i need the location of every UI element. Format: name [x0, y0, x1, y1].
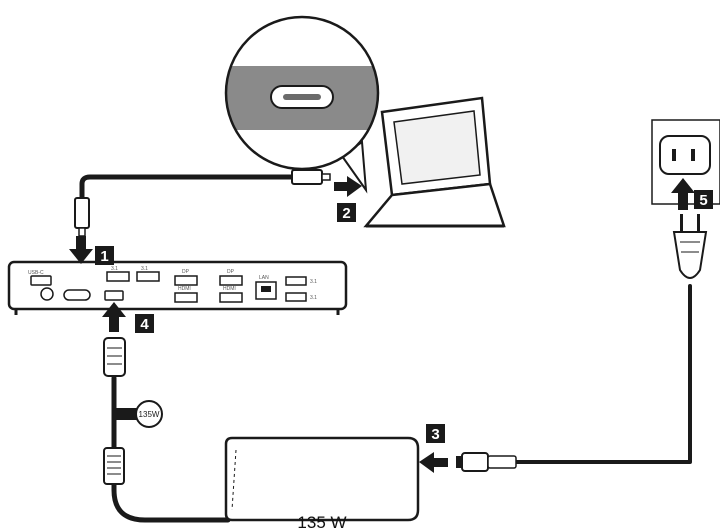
dock-usb-a-port [285, 276, 307, 286]
dock-displayport [219, 275, 243, 286]
step-number: 1 [100, 248, 108, 265]
port-zoom-callout [224, 15, 380, 194]
dock-displayport [174, 275, 198, 286]
dock-label: USB-C [28, 270, 44, 276]
dock-label: DP [182, 269, 190, 275]
dock-label: 3.1 [141, 266, 148, 272]
ferrite-bead [103, 447, 125, 485]
dock-power-button [30, 275, 52, 286]
dock-label: HDMI [223, 286, 236, 292]
step-number: 4 [140, 316, 149, 333]
step-badge-2: 2 [337, 203, 356, 222]
arrow-icon [69, 176, 695, 473]
step-badge-1: 1 [95, 246, 114, 265]
dock-label: HDMI [178, 286, 191, 292]
step-number: 3 [431, 426, 439, 443]
dock-label: 3.1 [310, 295, 317, 301]
usb-c-cable [79, 174, 295, 205]
laptop-icon [363, 96, 506, 228]
dock-usb-a-port [136, 271, 160, 282]
dock-usb-a-port [106, 271, 130, 282]
usb-c-plug-laptop [291, 169, 331, 185]
ac-plug [456, 452, 517, 472]
tag-label: 135W [139, 410, 160, 419]
dock-hdmi-port [174, 292, 198, 303]
ac-cable [514, 284, 692, 464]
dock-icon: USB-C 3.1 3.1 DP DP HDMI HDMI LAN 3.1 3.… [7, 260, 348, 315]
dock-usb-a-port [285, 292, 307, 302]
usb-c-plug-dock [74, 197, 90, 237]
step-badge-3: 3 [426, 424, 445, 443]
power-rating-tag: 135W [114, 400, 163, 428]
dock-dc-in-port [104, 290, 124, 301]
dock-label: DP [227, 269, 235, 275]
dock-label: 3.1 [310, 279, 317, 285]
dock-power-jack [40, 287, 54, 301]
step-badge-4: 4 [135, 314, 154, 333]
dock-power-cable [111, 375, 231, 523]
dock-label: LAN [259, 275, 269, 281]
cables [79, 174, 692, 523]
power-adapter-icon [224, 436, 420, 522]
step-badge-5: 5 [694, 190, 713, 209]
wall-plug [672, 214, 708, 279]
step-number: 5 [699, 192, 707, 209]
dock-dc-plug [103, 337, 126, 377]
step-number: 2 [342, 205, 350, 222]
dock-usb-c-port [63, 289, 91, 301]
dock-hdmi-port [219, 292, 243, 303]
adapter-wattage-caption: 135 W [297, 513, 346, 532]
dock-label: 3.1 [111, 266, 118, 272]
